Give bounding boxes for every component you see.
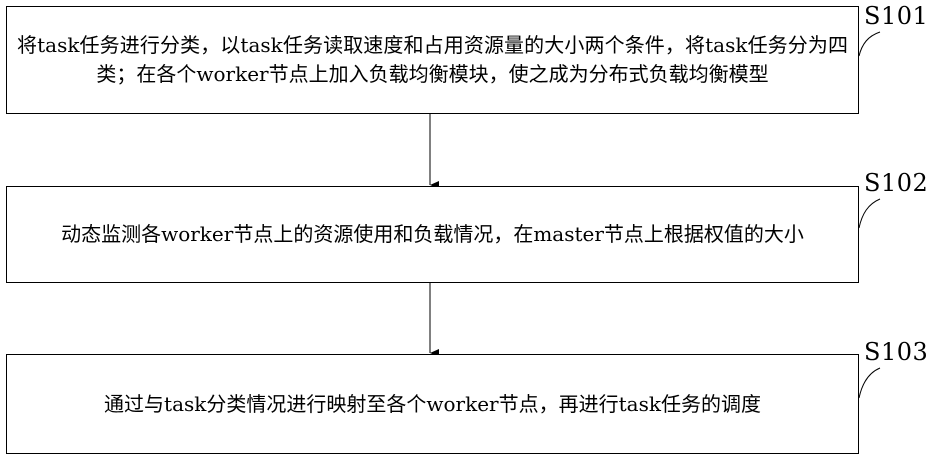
step-label-s101: S101 — [864, 2, 928, 30]
step-box-s101: 将task任务进行分类，以task任务读取速度和占用资源量的大小两个条件，将ta… — [6, 6, 859, 114]
step-text-s101: 将task任务进行分类，以task任务读取速度和占用资源量的大小两个条件，将ta… — [17, 31, 848, 89]
step-label-s102: S102 — [864, 169, 928, 197]
step-text-s103: 通过与task分类情况进行映射至各个worker节点，再进行task任务的调度 — [104, 390, 761, 419]
leader-line-s103 — [859, 368, 880, 398]
leader-line-s101 — [859, 32, 880, 56]
step-box-s103: 通过与task分类情况进行映射至各个worker节点，再进行task任务的调度 — [6, 354, 859, 454]
leader-line-s102 — [859, 199, 880, 228]
step-box-s102: 动态监测各worker节点上的资源使用和负载情况，在master节点上根据权值的… — [6, 186, 859, 283]
step-label-s103: S103 — [864, 338, 928, 366]
step-text-s102: 动态监测各worker节点上的资源使用和负载情况，在master节点上根据权值的… — [61, 220, 804, 249]
